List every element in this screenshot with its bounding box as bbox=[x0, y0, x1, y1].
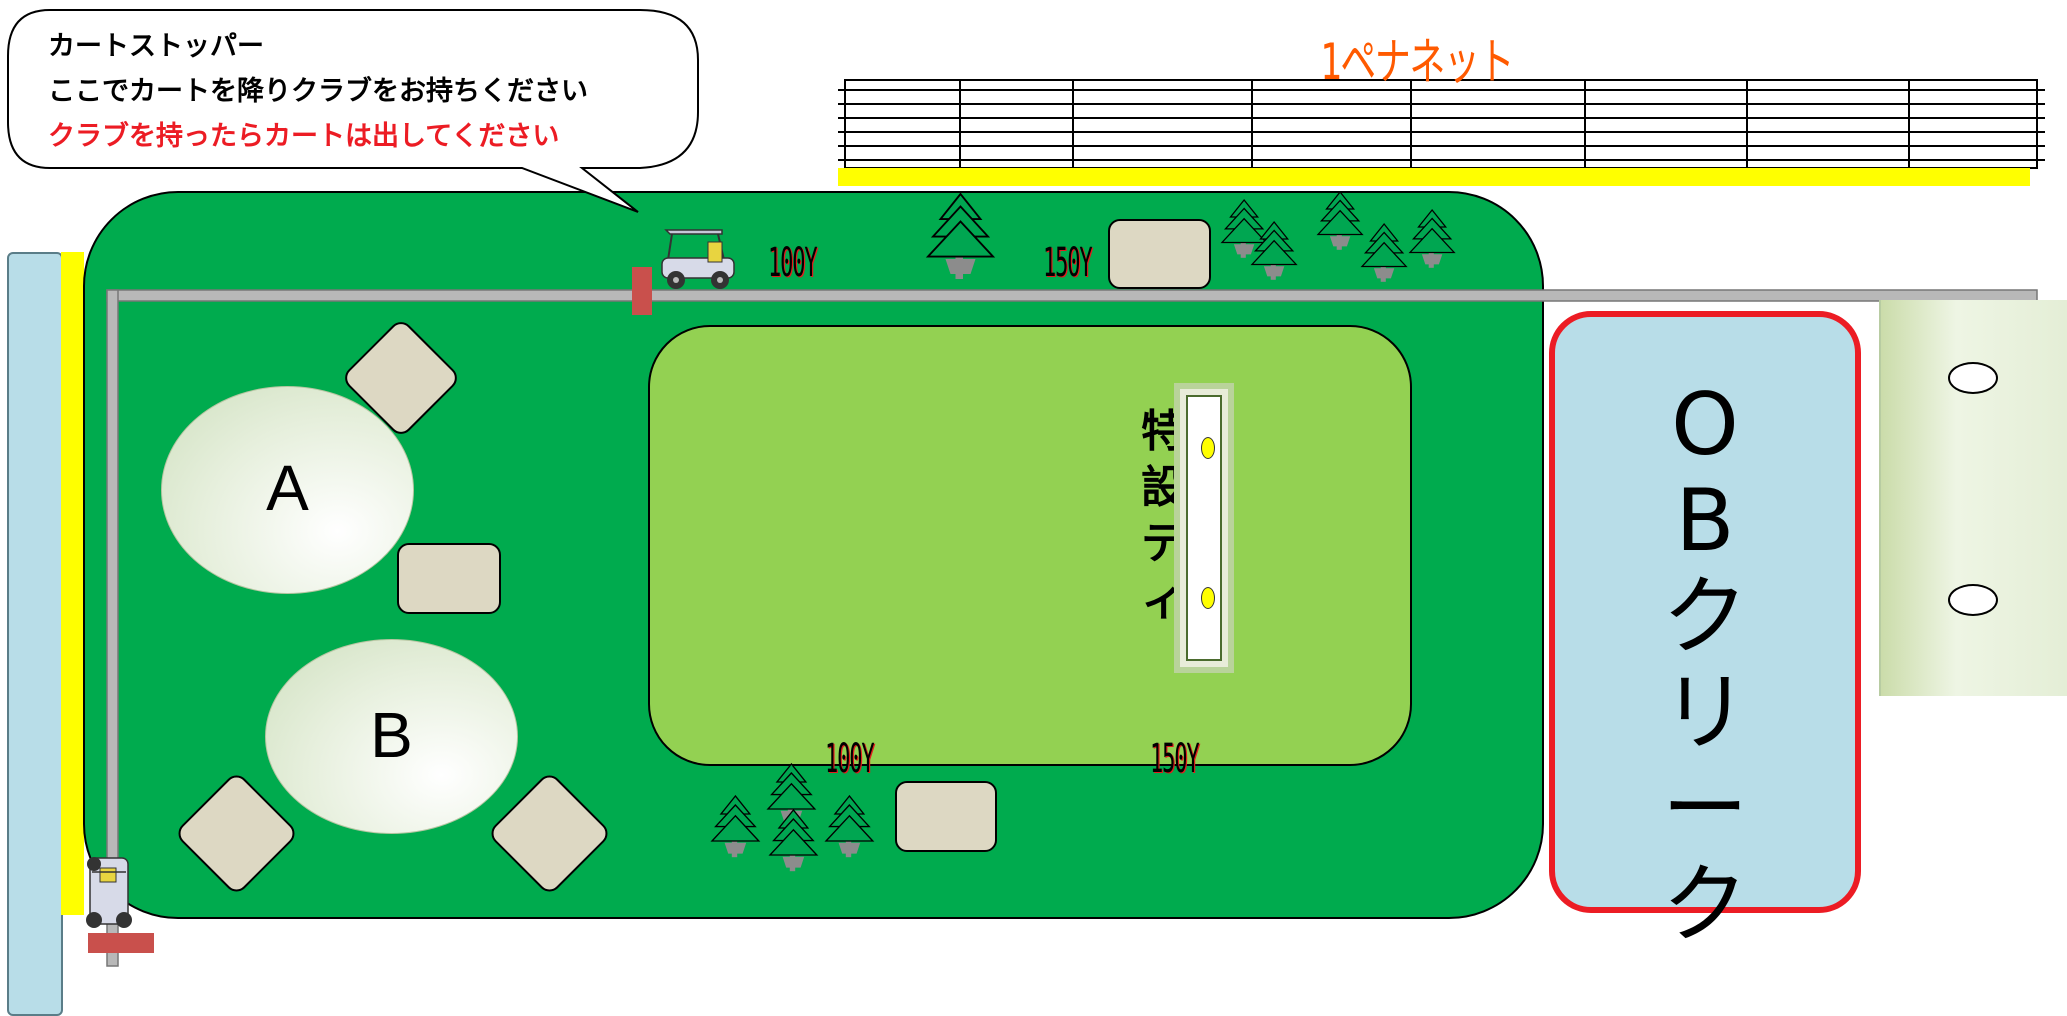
tree-icon bbox=[769, 809, 818, 872]
ob-creek-label: O B ク リ ー ク bbox=[1555, 377, 1855, 953]
bunker bbox=[895, 781, 997, 852]
creek-label-char: リ bbox=[1662, 663, 1748, 763]
callout-bubble bbox=[7, 9, 699, 213]
cart-stopper-icon bbox=[88, 933, 154, 953]
cart-path bbox=[106, 289, 2038, 967]
yardage-bottom-100: 100Y bbox=[825, 736, 875, 782]
creek-label-char: O bbox=[1671, 375, 1739, 475]
net-title: 1ペナネット bbox=[1320, 33, 1514, 91]
callout-text: カートストッパー ここでカートを降りクラブをお持ちください クラブを持ったらカー… bbox=[48, 24, 588, 159]
bunker bbox=[397, 543, 501, 614]
area-a-label: A bbox=[266, 452, 309, 524]
adjacent-green-zone bbox=[1879, 300, 2067, 696]
bunker bbox=[1108, 219, 1211, 289]
hole-marker bbox=[1948, 584, 1998, 616]
callout-line-2: ここでカートを降りクラブをお持ちください bbox=[48, 76, 588, 107]
left-yellow-line bbox=[61, 252, 84, 915]
net-base-line bbox=[838, 168, 2030, 186]
callout-line-1: カートストッパー bbox=[48, 31, 264, 62]
special-tee-box bbox=[1174, 383, 1234, 673]
tree-icon bbox=[1409, 209, 1455, 269]
creek-label-char: ク bbox=[1662, 567, 1748, 667]
penalty-net bbox=[838, 79, 2045, 169]
golf-cart-icon bbox=[661, 229, 735, 289]
tree-icon bbox=[1251, 221, 1297, 281]
fairway bbox=[648, 325, 1412, 766]
tree-icon bbox=[927, 193, 994, 280]
area-b: B bbox=[265, 639, 518, 834]
tree-icon bbox=[1317, 191, 1363, 251]
creek-label-char: ー bbox=[1662, 759, 1748, 859]
creek-label-char: B bbox=[1675, 471, 1735, 571]
creek-label-char: ク bbox=[1662, 855, 1748, 955]
yardage-bottom-150: 150Y bbox=[1150, 736, 1200, 782]
yardage-top-150: 150Y bbox=[1043, 240, 1093, 286]
callout-line-3: クラブを持ったらカートは出してください bbox=[48, 121, 560, 152]
tree-icon bbox=[825, 795, 874, 858]
cart-stopper-icon bbox=[632, 267, 652, 315]
tee-marker bbox=[1201, 437, 1215, 459]
tree-icon bbox=[711, 795, 760, 858]
golf-cart-icon bbox=[86, 857, 132, 928]
yardage-top-100: 100Y bbox=[768, 240, 818, 286]
area-b-label: B bbox=[370, 699, 413, 771]
ob-creek: O B ク リ ー ク bbox=[1549, 311, 1861, 953]
tree-icon bbox=[1361, 223, 1407, 283]
area-a: A bbox=[161, 386, 414, 594]
left-water-strip bbox=[7, 252, 63, 1016]
tee-marker bbox=[1201, 587, 1215, 609]
hole-marker bbox=[1948, 362, 1998, 394]
